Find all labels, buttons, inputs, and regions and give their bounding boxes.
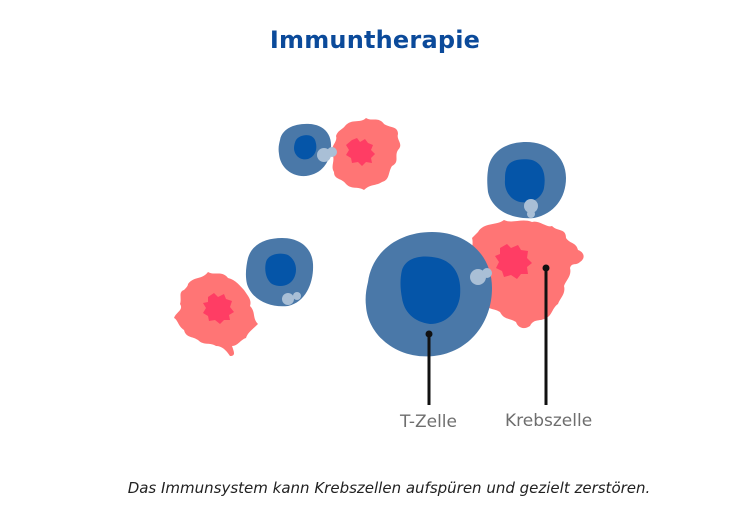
caption: Das Immunsystem kann Krebszellen aufspür…: [127, 479, 651, 497]
cancer-cell-leader-line: [542, 264, 550, 405]
t-cell-left: [245, 238, 314, 307]
t-cell-label: T-Zelle: [400, 412, 457, 432]
t-cell-leader-line: [425, 330, 433, 405]
diagram-title: Immuntherapie: [269, 26, 481, 54]
t-cell-top: [278, 123, 337, 177]
cancer-cell-label: Krebszelle: [505, 411, 593, 431]
cancer-cell-left: [174, 272, 258, 356]
t-cell-main: [365, 232, 492, 357]
t-cell-upper-right: [487, 142, 566, 219]
cancer-cell-main: [472, 220, 584, 329]
cancer-cell-top: [331, 118, 401, 190]
